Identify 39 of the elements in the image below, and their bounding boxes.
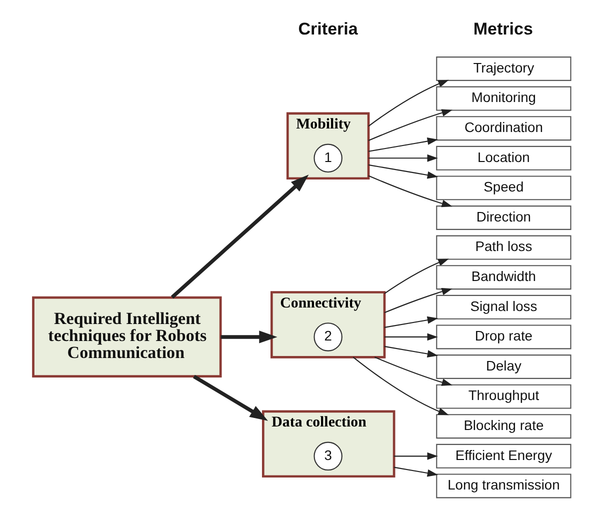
arrow: [384, 288, 452, 314]
arrow: [368, 164, 438, 179]
arrow: [368, 138, 438, 152]
arrow: [220, 330, 277, 344]
node-circle: 3: [313, 442, 342, 471]
node-circle: 1: [313, 144, 342, 173]
node-box: Efficient Energy: [436, 444, 571, 468]
arrow: [368, 154, 438, 162]
node-circle: 2: [313, 322, 342, 352]
arrow: [393, 466, 438, 477]
node-box: Path loss: [436, 235, 571, 260]
arrow: [368, 80, 448, 127]
node-box: Throughput: [436, 384, 571, 409]
node-box: Signal loss: [436, 294, 571, 320]
arrow: [368, 109, 452, 142]
node-box: Drop rate: [436, 324, 571, 350]
arrow: [384, 316, 438, 328]
node-box: Delay: [436, 354, 571, 379]
node-box: Direction: [436, 206, 571, 230]
arrow: [368, 175, 452, 208]
arrow: [394, 452, 438, 460]
arrow: [384, 333, 438, 341]
node-box: Blocking rate: [436, 414, 571, 439]
node-box: Bandwidth: [436, 265, 571, 290]
label: Criteria: [298, 19, 358, 38]
node-box: Location: [436, 146, 571, 170]
label: Metrics: [472, 19, 532, 38]
node-box: Speed: [436, 176, 571, 200]
node-box: Long transmission: [436, 474, 571, 498]
arrow: [352, 356, 448, 416]
arrow: [170, 174, 308, 299]
arrow: [192, 374, 268, 421]
node-box: Required Intelligent techniques for Robots Communication: [32, 296, 222, 378]
node-box: Coordination: [436, 116, 571, 141]
arrow: [374, 356, 452, 386]
node-box: Trajectory: [436, 56, 571, 81]
arrow: [384, 258, 448, 294]
arrow: [384, 346, 438, 358]
node-box: Monitoring: [436, 86, 571, 111]
